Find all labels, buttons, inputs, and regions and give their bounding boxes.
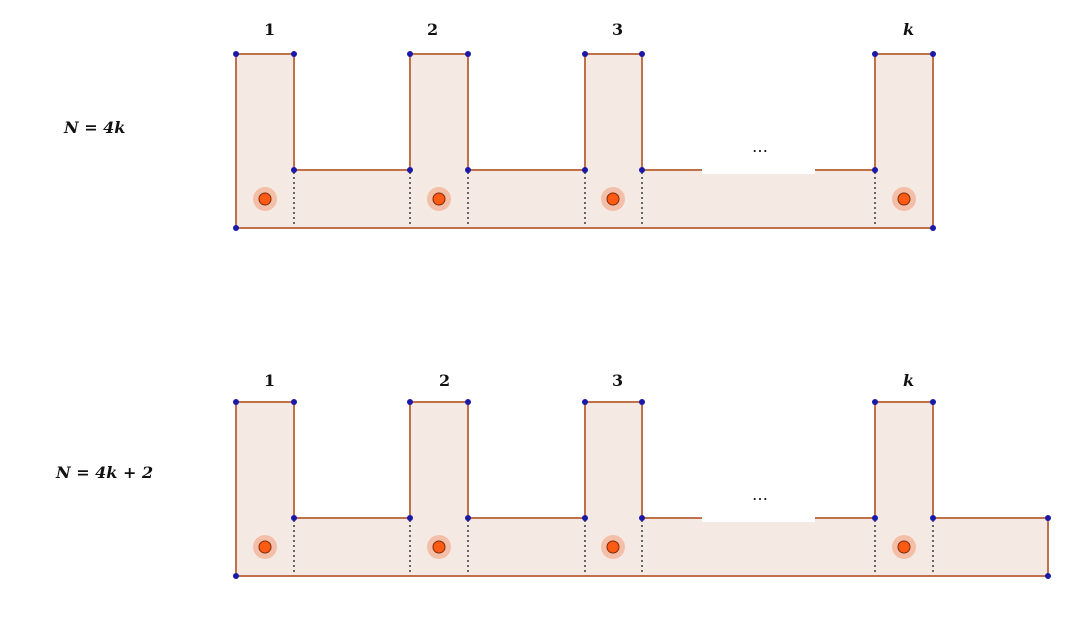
equation-label: N = 4k [63, 118, 125, 137]
column-label: k [903, 371, 914, 390]
guard-marker [606, 192, 620, 206]
guard-marker [432, 540, 446, 554]
guards-top [253, 187, 916, 211]
column-label: 2 [439, 371, 450, 390]
partition-lines-top [293, 172, 876, 227]
ellipsis-gap-top [702, 166, 815, 174]
guard-marker [258, 540, 272, 554]
guard-marker [258, 192, 272, 206]
partition-lines-bottom [293, 520, 934, 575]
ellipsis-label: … [752, 137, 770, 156]
column-label: 1 [264, 20, 275, 39]
guards-bottom [253, 535, 916, 559]
diagram-top: N = 4k 1 2 3 k … [63, 20, 936, 231]
guard-marker [897, 540, 911, 554]
vertices-bottom [233, 399, 1051, 579]
vertices-top [233, 51, 936, 231]
equation-label: N = 4k + 2 [55, 463, 153, 482]
column-label: 3 [612, 20, 623, 39]
column-label: 3 [612, 371, 623, 390]
column-label: 2 [427, 20, 438, 39]
ellipsis-label: … [752, 485, 770, 504]
ellipsis-gap-bottom [702, 514, 815, 522]
guard-marker [897, 192, 911, 206]
column-label: 1 [264, 371, 275, 390]
column-label: k [903, 20, 914, 39]
diagram-bottom: N = 4k + 2 1 2 3 k … [55, 371, 1051, 579]
guard-marker [432, 192, 446, 206]
guard-marker [606, 540, 620, 554]
